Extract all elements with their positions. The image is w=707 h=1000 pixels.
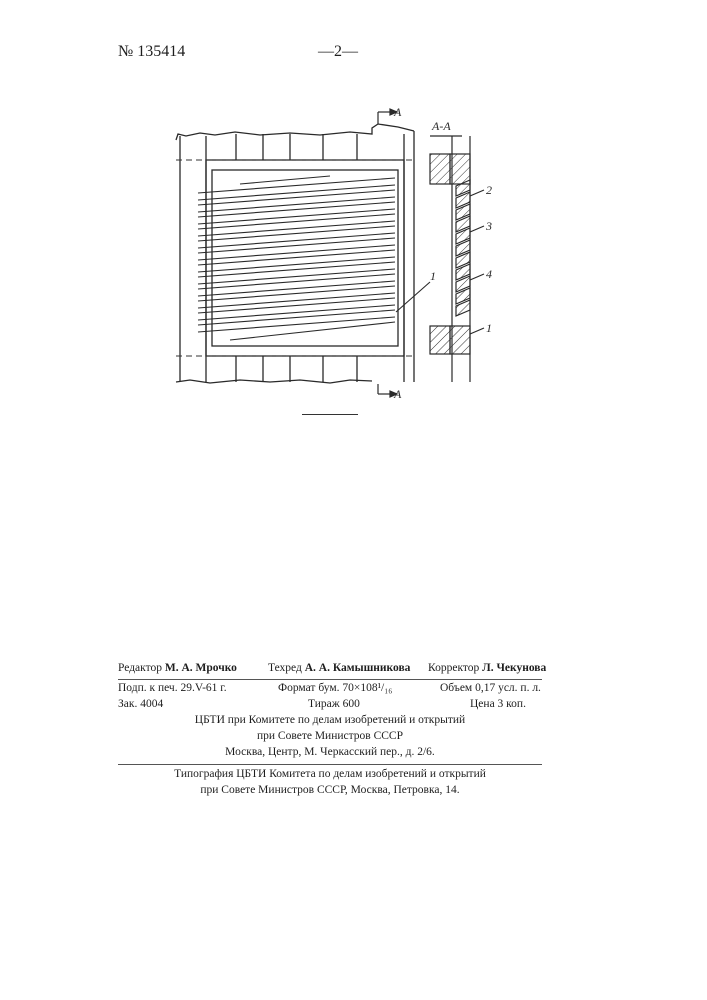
callout-1: 1 xyxy=(486,321,492,335)
techred-credit: Техред А. А. Камышникова xyxy=(268,662,410,674)
section-view xyxy=(430,136,484,382)
techred-name: А. А. Камышникова xyxy=(305,662,411,674)
paper-format: Формат бум. 70×108¹/₁₆ xyxy=(278,682,392,694)
section-arrows xyxy=(378,109,397,397)
patent-number: № 135414 xyxy=(118,43,185,61)
order-number: Зак. 4004 xyxy=(118,698,163,710)
corrector-label: Корректор xyxy=(428,662,479,674)
inclined-slats xyxy=(198,176,430,340)
volume: Объем 0,17 усл. п. л. xyxy=(440,682,541,694)
front-view xyxy=(176,124,414,383)
callout-4: 4 xyxy=(486,267,492,281)
page-number: —2— xyxy=(318,43,358,61)
publisher-line-1: ЦБТИ при Комитете по делам изобретений и… xyxy=(0,714,660,726)
publisher-line-2: при Совете Министров СССР xyxy=(0,730,660,742)
section-marker-bottom: А xyxy=(393,387,402,400)
separator xyxy=(302,414,358,415)
corrector-name: Л. Чекунова xyxy=(482,662,546,674)
imprint-rule-bottom xyxy=(118,764,542,765)
editor-label: Редактор xyxy=(118,662,162,674)
corrector-credit: Корректор Л. Чекунова xyxy=(428,662,546,674)
section-title: А-А xyxy=(431,119,451,133)
price: Цена 3 коп. xyxy=(470,698,526,710)
editor-credit: Редактор М. А. Мрочко xyxy=(118,662,237,674)
techred-label: Техред xyxy=(268,662,302,674)
publisher-address: Москва, Центр, М. Черкасский пер., д. 2/… xyxy=(0,746,660,758)
section-marker-top: А xyxy=(393,105,402,119)
printer-line-1: Типография ЦБТИ Комитета по делам изобре… xyxy=(0,768,660,780)
callout-2: 2 xyxy=(486,183,492,197)
callout-main: 1 xyxy=(430,269,436,283)
printer-line-2: при Совете Министров СССР, Москва, Петро… xyxy=(0,784,660,796)
imprint-rule-top xyxy=(118,679,542,680)
editor-name: М. А. Мрочко xyxy=(165,662,237,674)
technical-drawing: А А А-А 1 2 3 4 1 xyxy=(160,100,520,400)
circulation: Тираж 600 xyxy=(308,698,360,710)
signed-date: Подп. к печ. 29.V-61 г. xyxy=(118,682,227,694)
callout-3: 3 xyxy=(485,219,492,233)
